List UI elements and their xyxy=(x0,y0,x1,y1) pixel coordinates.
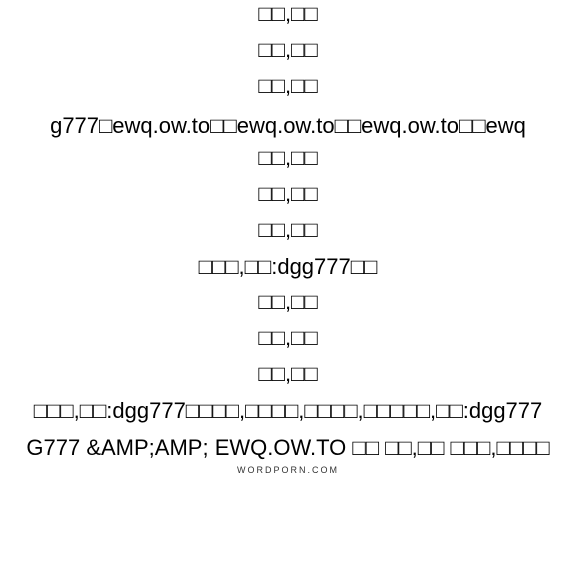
text-line-7: □□,□□ xyxy=(258,217,318,242)
text-line-4: g777□ewq.ow.to□□ewq.ow.to□□ewq.ow.to□□ew… xyxy=(50,113,526,138)
text-line-6: □□,□□ xyxy=(258,181,318,206)
text-line-11: □□,□□ xyxy=(258,361,318,386)
text-line-8: □□□,□□:dgg777□□ xyxy=(198,254,378,279)
text-line-2: □□,□□ xyxy=(258,37,318,62)
text-line-1: □□,□□ xyxy=(258,1,318,26)
text-line-3: □□,□□ xyxy=(258,73,318,98)
text-line-10: □□,□□ xyxy=(258,325,318,350)
text-line-9: □□,□□ xyxy=(258,289,318,314)
text-line-5: □□,□□ xyxy=(258,145,318,170)
text-line-13: G777 &AMP;AMP; EWQ.OW.TO □□ □□,□□ □□□,□□… xyxy=(26,435,550,460)
text-line-12: □□□,□□:dgg777□□□□,□□□□,□□□□,□□□□□,□□:dgg… xyxy=(33,398,543,423)
watermark-credit: WORDPORN.COM xyxy=(237,465,339,475)
